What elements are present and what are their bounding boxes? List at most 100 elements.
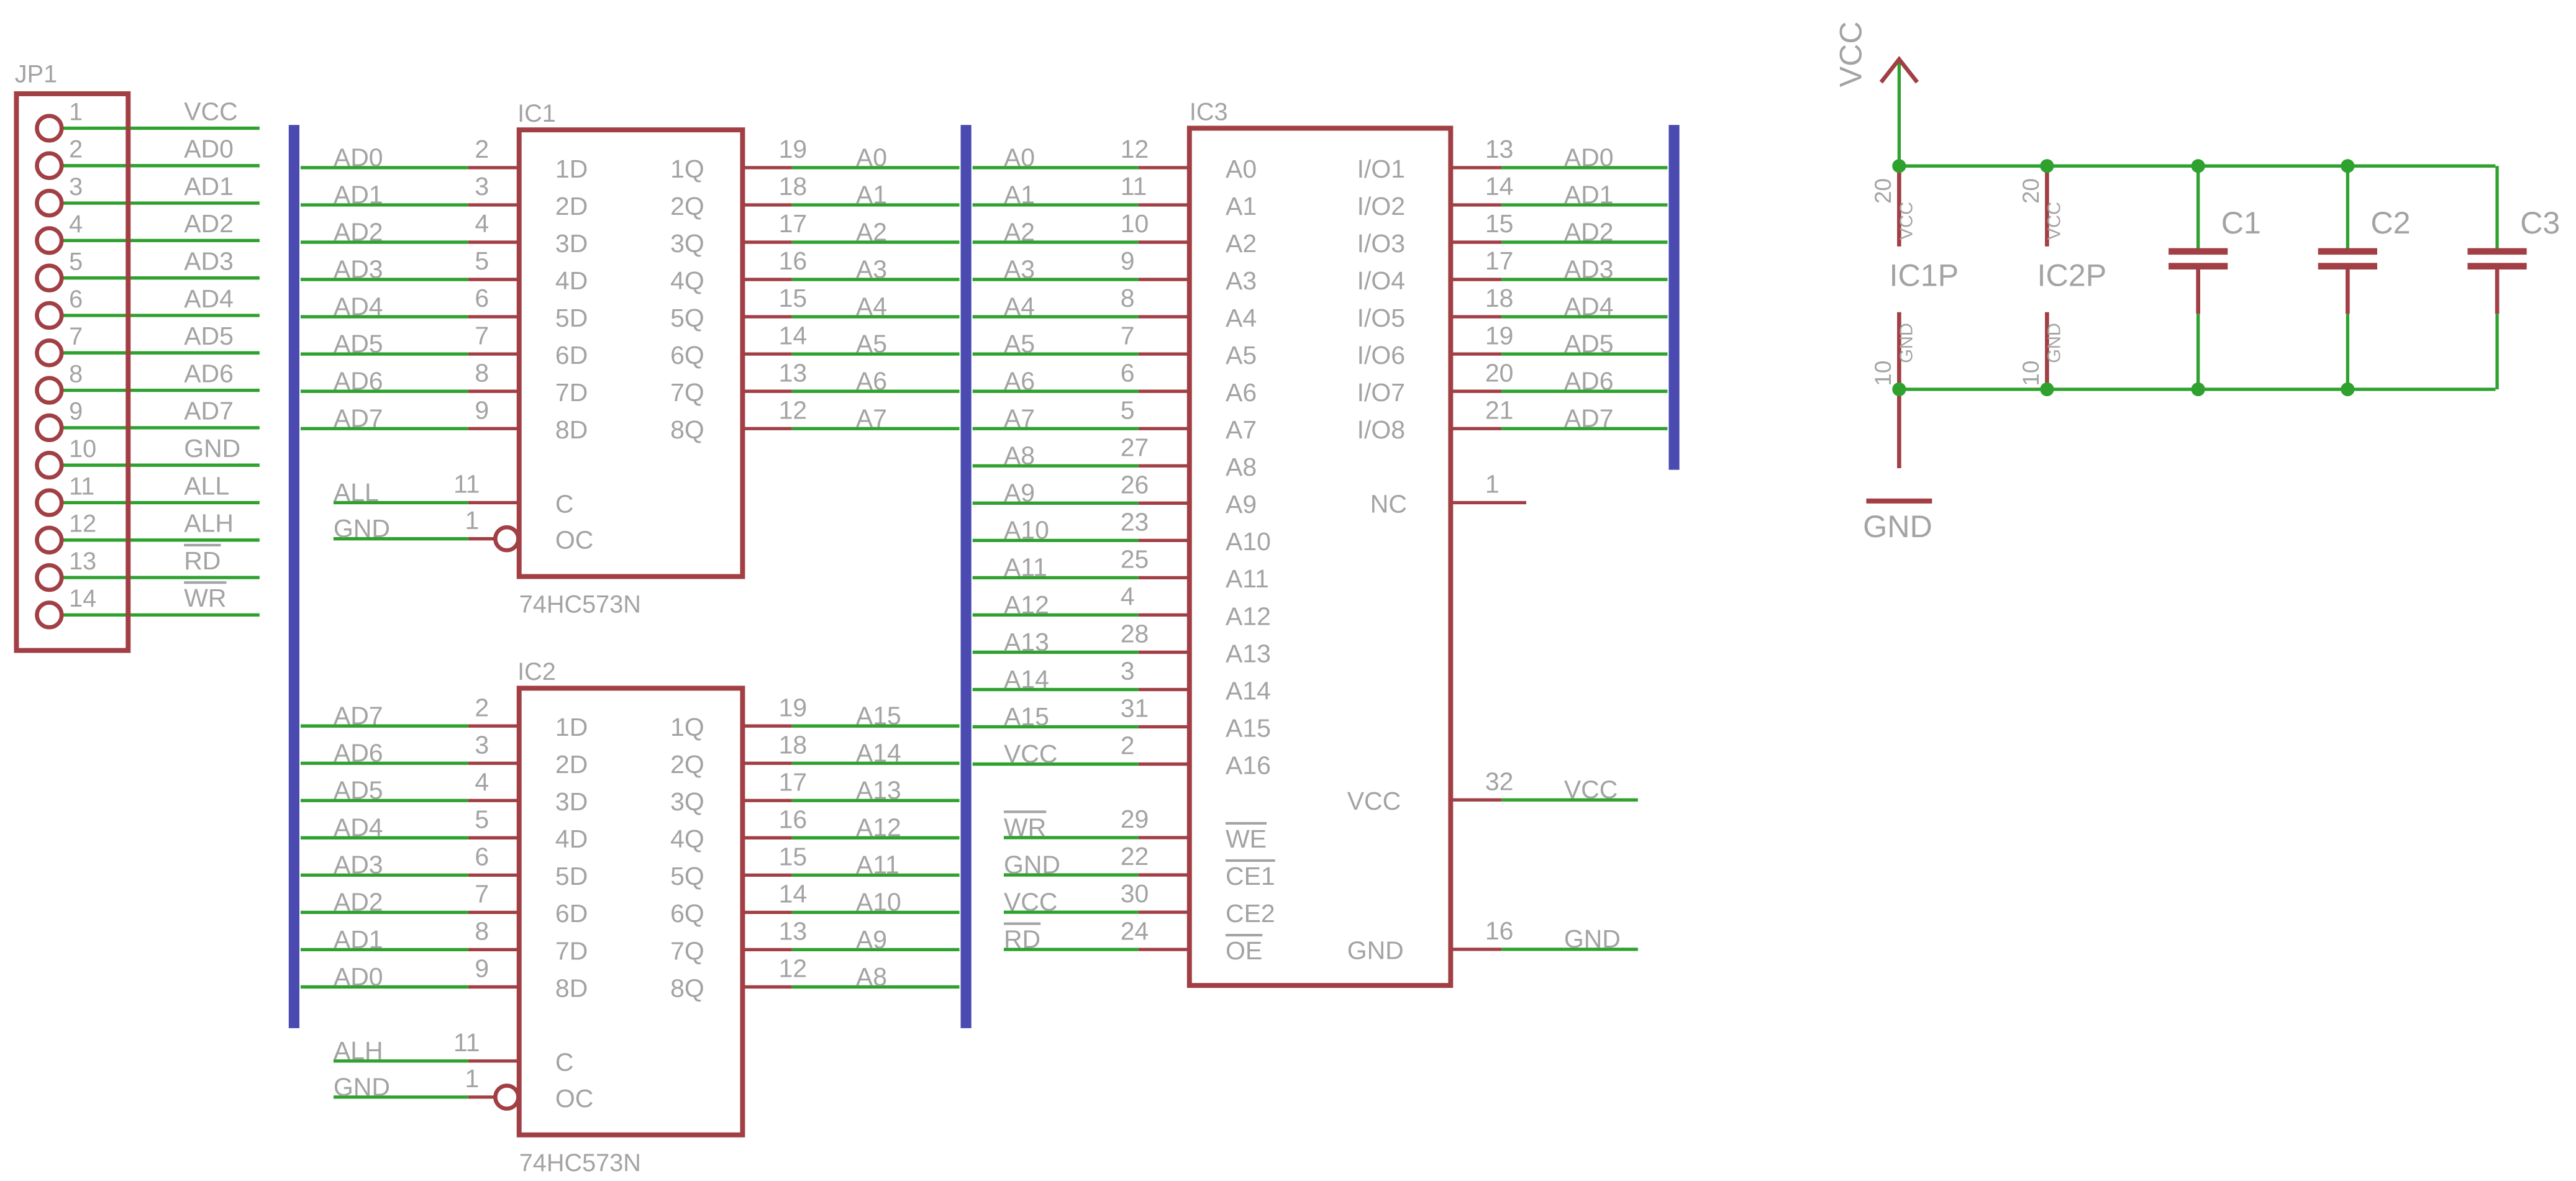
jp1-pin-number: 11: [69, 473, 94, 500]
ic3-nc-pin-number: 1: [1485, 470, 1500, 499]
ic2-q-net-label: A9: [856, 925, 887, 954]
ic2-q-pin-number: 14: [779, 880, 808, 908]
ic2-q-pin-name: 1Q: [670, 713, 704, 741]
ic3-gnd-pin-name: GND: [1347, 936, 1404, 965]
ic3-addr-pin-name: A12: [1226, 602, 1271, 630]
ic3-addr-pin-name: A5: [1226, 341, 1257, 369]
ic1-q-pin-number: 13: [779, 358, 808, 387]
ic2-d-net-label: AD3: [334, 851, 383, 879]
ic1-d-pin-name: 7D: [555, 378, 588, 407]
jp1-pin-number: 6: [69, 286, 83, 313]
ic3-ctrl-pin-number: 29: [1121, 805, 1149, 833]
ic3-addr-pin-number: 3: [1121, 657, 1135, 686]
jp1-pin-number: 1: [69, 98, 83, 125]
ic2-q-pin-number: 19: [779, 693, 808, 722]
ic3-addr-pin-number: 6: [1121, 358, 1135, 387]
ic2p-gnd-pin-name: GND: [2045, 323, 2065, 363]
ic1-d-pin-number: 2: [475, 135, 489, 163]
ic2-q-pin-number: 16: [779, 805, 808, 833]
ic1-q-net-label: A7: [856, 404, 887, 433]
ic3-vcc-pin-name: VCC: [1347, 787, 1401, 815]
ic1p-gnd-pin-name: GND: [1897, 323, 1917, 363]
jp1-pin-number: 14: [69, 585, 96, 612]
ic2-q-net-label: A8: [856, 962, 887, 991]
ic1-oc-pin-name: OC: [555, 526, 593, 554]
ic3-io-pin-number: 17: [1485, 247, 1514, 275]
jp1-net-label-ad2: AD2: [184, 209, 234, 238]
jp1-net-label-ad1: AD1: [184, 172, 234, 201]
ic2-d-pin-name: 2D: [555, 750, 588, 779]
ic3-ctrl-net-label: GND: [1004, 850, 1060, 879]
jp1-net-label-rd: RD: [184, 546, 221, 575]
ic1-d-net-label: AD3: [334, 255, 383, 283]
ic1p-gnd-pin-number: 10: [1870, 361, 1896, 386]
ic1p-vcc-pin-name: VCC: [1897, 202, 1917, 240]
ic2-c-pin-name: C: [555, 1048, 574, 1077]
ic3-addr-net-label: A12: [1004, 590, 1049, 619]
junction-dot: [2191, 159, 2205, 173]
ic3-io-pin-name: I/O3: [1357, 229, 1405, 258]
ic1-d-pin-number: 5: [475, 247, 489, 275]
wires-layer: [62, 59, 2527, 1099]
ic3-io-pin-name: I/O7: [1357, 378, 1405, 407]
ic3-addr-pin-name: A9: [1226, 490, 1257, 518]
ic3-addr-pin-name: A13: [1226, 639, 1271, 667]
ic1-d-pin-name: 2D: [555, 192, 588, 220]
ic2-d-pin-number: 2: [475, 693, 489, 722]
ic3-ctrl-pin-name: CE1: [1226, 862, 1275, 890]
junction-dot: [2040, 159, 2054, 173]
ic2-d-net-label: AD0: [334, 962, 383, 991]
jp1-pin-circle: [35, 376, 64, 405]
jp1-pin-circle: [35, 114, 64, 143]
jp1-net-label-wr: WR: [184, 584, 226, 612]
ic1-d-pin-name: 3D: [555, 229, 588, 258]
ic1-q-net-label: A0: [856, 143, 887, 171]
ic2-d-net-label: AD6: [334, 739, 383, 767]
ic1p-ref-label: IC1P: [1889, 258, 1959, 292]
jp1-pin-circle: [35, 563, 64, 592]
jp1-pin-circle: [35, 263, 64, 292]
ic1-d-pin-name: 1D: [555, 155, 588, 183]
ic1-q-net-label: A6: [856, 367, 887, 396]
ic1-d-net-label: AD5: [334, 330, 383, 358]
jp1-pin-circle: [35, 413, 64, 443]
ic1-c-net-label: ALL: [334, 478, 379, 507]
ic1-q-net-label: A2: [856, 217, 887, 246]
ic2-q-net-label: A15: [856, 702, 901, 730]
ic3-addr-net-label: A13: [1004, 628, 1049, 656]
ic1-q-pin-number: 15: [779, 284, 808, 312]
ic3-io-net-label: AD3: [1564, 255, 1614, 283]
ic1-q-pin-name: 1Q: [670, 155, 704, 183]
ic2p-vcc-pin-number: 20: [2018, 178, 2044, 204]
ic1-oc-net-label: GND: [334, 514, 390, 543]
ic3-io-pin-name: I/O8: [1357, 415, 1405, 444]
ic1-d-pin-number: 8: [475, 358, 489, 387]
jp1-net-label-ad0: AD0: [184, 135, 234, 163]
ic1-q-pin-number: 19: [779, 135, 808, 163]
jp1-pin-circle: [35, 151, 64, 180]
ic1-q-net-label: A4: [856, 292, 887, 320]
ic3-io-net-label: AD7: [1564, 404, 1614, 433]
ic1-d-net-label: AD4: [334, 292, 383, 320]
jp1-pin-circle: [35, 451, 64, 480]
ic3-ctrl-net-label: RD: [1004, 925, 1040, 954]
jp1-net-label-gnd: GND: [184, 434, 240, 463]
jp1-pin-circle: [35, 301, 64, 330]
ic3-addr-net-label: A8: [1004, 441, 1035, 470]
ic1-q-net-label: A5: [856, 330, 887, 358]
ic2-c-net-label: ALH: [334, 1036, 383, 1065]
ic2-d-net-label: AD7: [334, 702, 383, 730]
ic1-q-pin-name: 5Q: [670, 304, 704, 332]
ic3-addr-pin-name: A10: [1226, 527, 1271, 556]
ic3-io-pin-name: I/O5: [1357, 304, 1405, 332]
ic3-addr-net-label: A0: [1004, 143, 1035, 171]
ic1-c-pin-name: C: [555, 489, 574, 518]
ic2-q-pin-number: 18: [779, 730, 808, 759]
ic1-q-pin-name: 4Q: [670, 266, 704, 295]
ic2-d-pin-number: 5: [475, 805, 489, 833]
ic1-q-pin-number: 17: [779, 209, 808, 238]
jp1-pin-circle: [35, 525, 64, 554]
jp1-pin-number: 4: [69, 210, 83, 238]
ic2-d-pin-number: 3: [475, 730, 489, 759]
